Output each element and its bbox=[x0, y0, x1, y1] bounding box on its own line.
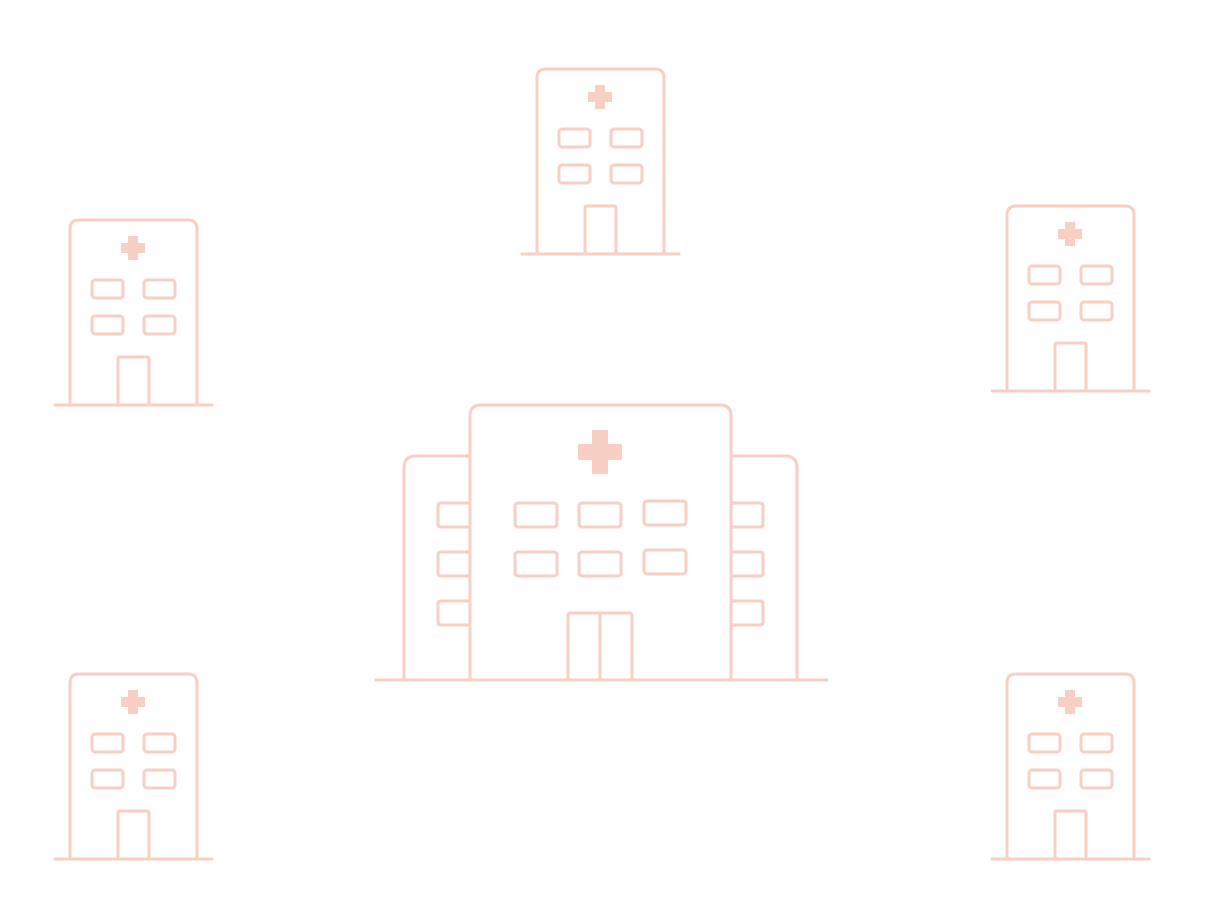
hospital-icon-top-center bbox=[520, 67, 681, 256]
hospital-icon-bottom-right bbox=[374, 403, 829, 682]
hospital-icon-left bbox=[53, 218, 214, 407]
hospital-icon-bottom-left bbox=[990, 672, 1151, 861]
hospital-icon-center-large bbox=[53, 672, 214, 861]
hospital-icon-right bbox=[990, 204, 1151, 393]
